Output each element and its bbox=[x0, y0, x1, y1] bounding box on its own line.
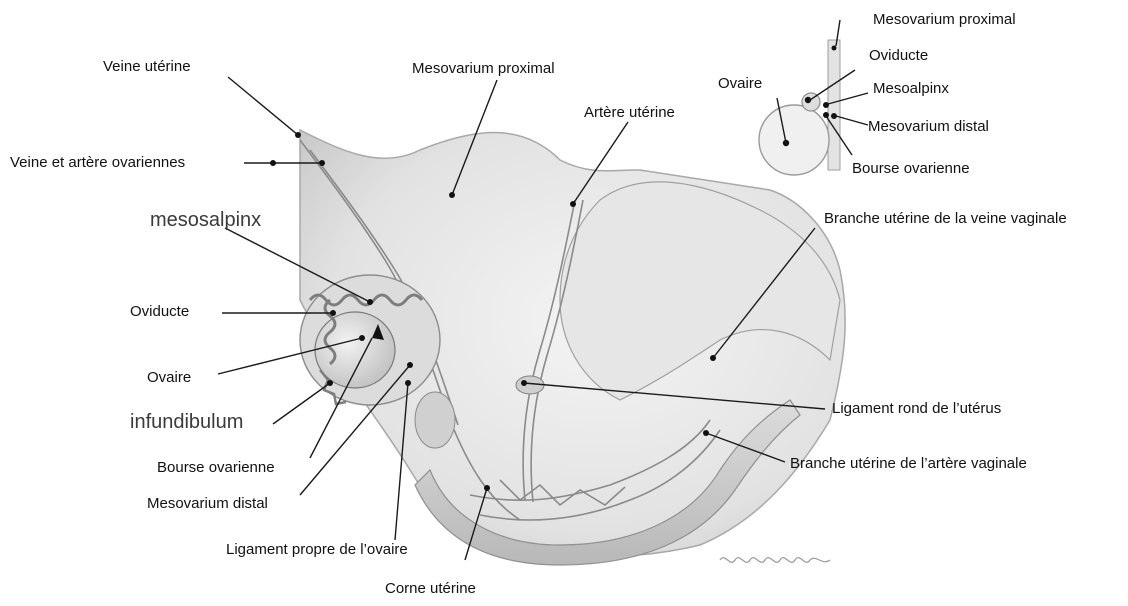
artist-signature bbox=[720, 558, 830, 563]
label-mesovarium-distal: Mesovarium distal bbox=[147, 495, 268, 513]
label-branche-artere-vaginale: Branche utérine de l’artère vaginale bbox=[790, 455, 1027, 473]
label-infundibulum: infundibulum bbox=[130, 410, 243, 434]
label-mesovarium-proximal: Mesovarium proximal bbox=[412, 60, 555, 78]
label-ovaire: Ovaire bbox=[147, 369, 191, 387]
inset-label-oviducte: Oviducte bbox=[869, 47, 928, 65]
inset-label-ovaire: Ovaire bbox=[718, 75, 762, 93]
inset-label-mesovarium-proximal: Mesovarium proximal bbox=[873, 11, 1016, 29]
ovary-shape bbox=[315, 312, 395, 388]
label-branche-veine-vaginale: Branche utérine de la veine vaginale bbox=[824, 210, 1067, 228]
label-corne-uterine: Corne utérine bbox=[385, 580, 476, 598]
label-mesosalpinx: mesosalpinx bbox=[150, 208, 261, 232]
label-bourse-ovarienne: Bourse ovarienne bbox=[157, 459, 275, 477]
label-ligament-propre: Ligament propre de l’ovaire bbox=[226, 541, 408, 559]
label-oviducte: Oviducte bbox=[130, 303, 189, 321]
label-veine-uterine: Veine utérine bbox=[103, 58, 191, 76]
inset-schematic bbox=[759, 40, 840, 175]
label-veine-artere-ovariennes: Veine et artère ovariennes bbox=[10, 154, 185, 172]
inset-label-mesovarium-distal: Mesovarium distal bbox=[868, 118, 989, 136]
ovary-lobe bbox=[415, 392, 455, 448]
label-artere-uterine: Artère utérine bbox=[584, 104, 675, 122]
inset-label-bourse-ovarienne: Bourse ovarienne bbox=[852, 160, 970, 178]
label-ligament-rond: Ligament rond de l’utérus bbox=[832, 400, 1001, 418]
inset-label-mesoalpinx: Mesoalpinx bbox=[873, 80, 949, 98]
